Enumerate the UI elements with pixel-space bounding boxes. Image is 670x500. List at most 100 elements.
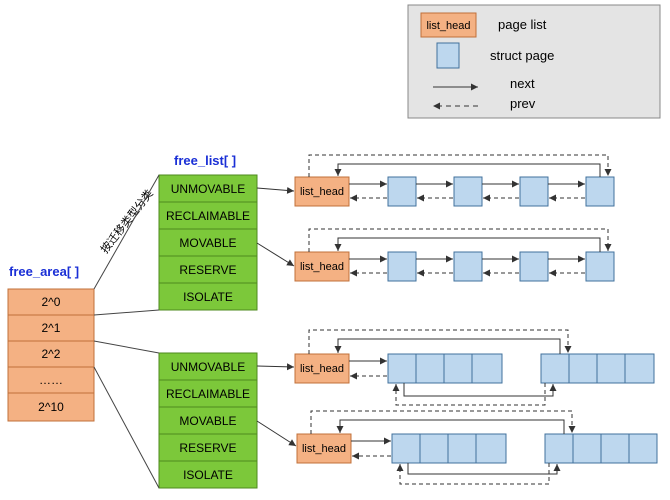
struct-page [453, 176, 483, 207]
list-head-box [294, 176, 350, 207]
free-list-reserve-label: RESERVE [179, 441, 236, 455]
free-list-movable [158, 228, 258, 257]
legend-list-head-swatch [420, 12, 477, 38]
free-list-movable-label: MOVABLE [179, 414, 236, 428]
next-arrow [407, 463, 561, 475]
free-list-group-bottom: UNMOVABLE RECLAIMABLE MOVABLE RESERVE IS… [158, 352, 258, 489]
next-arrow [403, 383, 557, 397]
free-list-reclaimable-label: RECLAIMABLE [166, 387, 250, 401]
struct-page [471, 353, 503, 384]
struct-page [419, 433, 449, 464]
connector-lines [93, 174, 160, 489]
prev-arrow [392, 383, 546, 406]
free-list-reserve [158, 433, 258, 462]
free-list-movable [158, 406, 258, 435]
struct-page [519, 251, 549, 282]
legend-prev-label: prev [510, 96, 536, 111]
list-head-label: list_head [302, 443, 346, 455]
legend-struct-page-label: struct page [490, 48, 554, 63]
struct-page [387, 176, 417, 207]
wrap-next-arrow [336, 419, 565, 434]
connector-line [93, 340, 160, 354]
free-list-unmovable-label: UNMOVABLE [171, 182, 245, 196]
free-list-group-top: UNMOVABLE RECLAIMABLE MOVABLE RESERVE IS… [158, 174, 258, 311]
struct-page [415, 353, 445, 384]
legend: list_head page list struct page next pre… [407, 4, 661, 119]
legend-next-label: next [510, 76, 535, 91]
free-list-title: free_list[ ] [174, 153, 236, 168]
free-list-to-head-arrow [256, 242, 295, 267]
list-head-box [294, 251, 350, 282]
connector-line [93, 366, 160, 489]
struct-page [600, 433, 630, 464]
free-area-slot-3 [7, 366, 95, 394]
free-area-slot-2-label: 2^2 [42, 347, 61, 361]
struct-page [443, 353, 473, 384]
free-area-slot-0-label: 2^0 [42, 295, 61, 309]
free-list-reclaimable-label: RECLAIMABLE [166, 209, 250, 223]
free-area-title: free_area[ ] [9, 264, 79, 279]
struct-page [447, 433, 477, 464]
list-head-label: list_head [300, 261, 344, 273]
free-area-slot-4 [7, 392, 95, 422]
free-area-slot-1 [7, 314, 95, 342]
list-head-box [294, 353, 350, 384]
wrap-prev-arrow [308, 329, 572, 354]
wrap-next-arrow [334, 163, 601, 177]
wrap-prev-arrow [308, 154, 612, 177]
page-list-row-1: list_head [256, 154, 615, 207]
legend-page-list-label: page list [498, 17, 547, 32]
free-list-isolate-label: ISOLATE [183, 290, 233, 304]
struct-page [540, 353, 570, 384]
struct-page [596, 353, 626, 384]
struct-page [387, 353, 417, 384]
free-list-reserve-label: RESERVE [179, 263, 236, 277]
wrap-prev-arrow [308, 228, 612, 252]
free-list-unmovable [158, 174, 258, 203]
struct-page [628, 433, 658, 464]
connector-line [93, 174, 160, 290]
page-list-row-4: list_head [256, 410, 658, 485]
wrap-next-arrow [334, 237, 601, 252]
page-block [391, 433, 507, 464]
connector-line [93, 309, 160, 316]
struct-page [391, 433, 421, 464]
free-list-movable-label: MOVABLE [179, 236, 236, 250]
page-list-row-3: list_head [256, 329, 655, 406]
struct-page [475, 433, 507, 464]
struct-page [572, 433, 602, 464]
page-list-row-2: list_head [256, 228, 615, 282]
free-list-to-head-arrow [256, 420, 297, 447]
struct-page [624, 353, 655, 384]
struct-page [544, 433, 574, 464]
page-block [387, 353, 503, 384]
list-head-label: list_head [300, 186, 344, 198]
list-head-box [296, 433, 352, 464]
free-list-to-head-arrow [256, 363, 295, 371]
struct-page [568, 353, 598, 384]
legend-struct-page-swatch [436, 42, 460, 69]
free-list-isolate [158, 282, 258, 311]
struct-page [585, 251, 615, 282]
free-list-isolate [158, 460, 258, 489]
struct-page [585, 176, 615, 207]
page-block [540, 353, 655, 384]
free-area-slot-4-label: 2^10 [38, 400, 64, 414]
wrap-next-arrow [334, 338, 561, 354]
struct-page [453, 251, 483, 282]
legend-list-head-text: list_head [426, 20, 470, 32]
wrap-prev-arrow [310, 410, 576, 434]
free-area-slot-3-label: …… [39, 373, 63, 387]
struct-page [387, 251, 417, 282]
free-list-isolate-label: ISOLATE [183, 468, 233, 482]
free-area-slot-1-label: 2^1 [42, 321, 61, 335]
free-list-reclaimable [158, 201, 258, 230]
struct-page [519, 176, 549, 207]
free-list-unmovable-label: UNMOVABLE [171, 360, 245, 374]
free-list-reclaimable [158, 379, 258, 408]
free-area-array: 2^0 2^1 2^2 …… 2^10 [7, 288, 95, 422]
page-block [544, 433, 658, 464]
prev-arrow [396, 463, 550, 485]
list-head-label: list_head [300, 363, 344, 375]
